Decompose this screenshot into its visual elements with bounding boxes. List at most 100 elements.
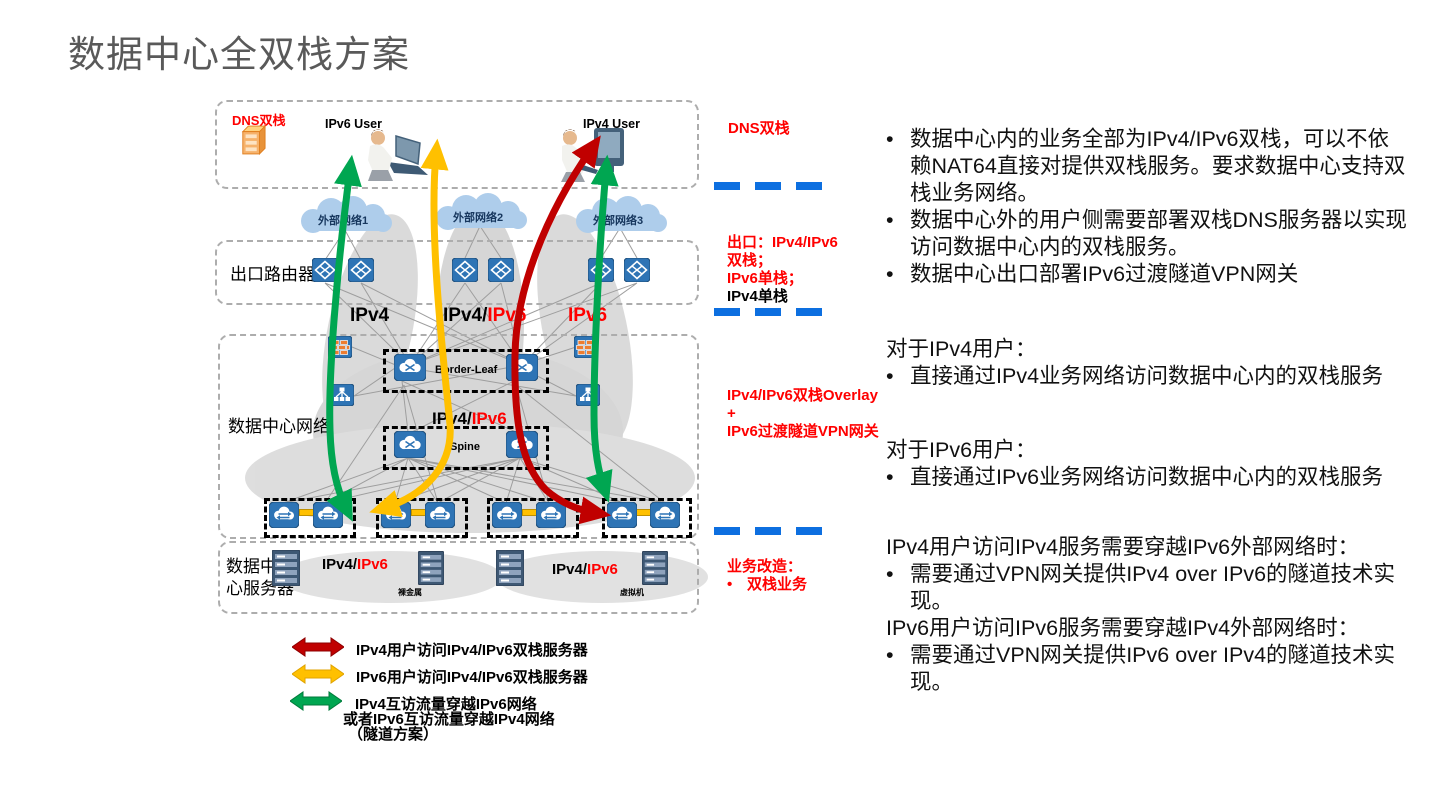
mid-overlay-line3: IPv6过渡隧道VPN网关 [727, 423, 879, 440]
mid-overlay-line1: IPv4/IPv6双栈Overlay [727, 387, 878, 404]
link-dual-suffix: IPv6 [487, 305, 527, 326]
firewall-icon-right [574, 336, 598, 358]
overlay-dual-suffix: IPv6 [471, 409, 507, 428]
leaf-switch-icon-8 [650, 502, 680, 528]
leaf-switch-icon-2 [313, 502, 343, 528]
legend-yellow-arrow-icon [292, 664, 344, 684]
mid-service-bullet-row: • 双栈业务 [727, 576, 807, 594]
dc-server-zone-box [218, 541, 699, 614]
tunnel-ipv6-heading: IPv6用户访问IPv6服务需要穿越IPv4外部网络时： [886, 616, 1360, 640]
legend-red-arrow-icon [292, 637, 344, 657]
server2-type-label: 虚拟机 [620, 588, 644, 597]
tunnel-ipv6-bullet-text: 需要通过VPN网关提供IPv6 over IPv4的隧道技术实现。 [910, 643, 1396, 694]
router-icon-3 [452, 258, 478, 282]
link-ipv6-label: IPv6 [568, 305, 608, 326]
ipv4-section-bullet-text: 直接通过IPv4业务网络访问数据中心内的双栈服务 [910, 364, 1384, 388]
user-zone-box [215, 100, 699, 189]
external-network-2-label: 外部网络2 [453, 212, 504, 224]
mid-exit-line4: IPv4单栈 [727, 288, 788, 305]
spine-switch-icon-2 [506, 431, 538, 458]
external-network-1-label: 外部网络1 [318, 215, 369, 227]
router-icon-1 [312, 258, 338, 282]
bullet-marker: • [886, 127, 894, 151]
firewall-icon-left [328, 336, 352, 358]
dc-network-label: 数据中心网络 [228, 417, 330, 436]
dc-network-zone-box [218, 334, 699, 539]
mid-service-bullet: 双栈业务 [747, 576, 808, 593]
overview-bullet-3-text: 数据中心出口部署IPv6过渡隧道VPN网关 [910, 262, 1299, 286]
ipv4-section-heading: 对于IPv4用户： [886, 337, 1037, 361]
external-network-3-label: 外部网络3 [593, 215, 644, 227]
bullet-marker: • [727, 576, 733, 593]
overview-bullet-2-text: 数据中心外的用户侧需要部署双栈DNS服务器以实现访问数据中心内的双栈服务。 [910, 208, 1407, 259]
overview-bullet-3: • 数据中心出口部署IPv6过渡隧道VPN网关 [886, 261, 1408, 288]
server-rack-icon-4 [642, 551, 668, 585]
mid-exit-line1: 出口：IPv4/IPv6 [727, 234, 838, 251]
router-icon-6 [624, 258, 650, 282]
leaf-switch-icon-6 [536, 502, 566, 528]
mid-divider-2 [714, 308, 832, 316]
ipv6-section-bullet-text: 直接通过IPv6业务网络访问数据中心内的双栈服务 [910, 465, 1384, 489]
server1-dual-label: IPv4/IPv6 [322, 556, 388, 573]
server-rack-icon-1 [272, 550, 300, 586]
border-leaf-label: Border-Leaf [435, 364, 498, 376]
ipv4-user-figure [561, 128, 624, 182]
leaf-switch-icon-7 [607, 502, 637, 528]
overview-bullet-1-text: 数据中心内的业务全部为IPv4/IPv6双栈，可以不依赖NAT64直接对提供双栈… [910, 127, 1406, 205]
leaf-switch-icon-4 [425, 502, 455, 528]
right-panel-ipv4-section: 对于IPv4用户： • 直接通过IPv4业务网络访问数据中心内的双栈服务 [886, 336, 1408, 390]
ipv6-section-bullet: • 直接通过IPv6业务网络访问数据中心内的双栈服务 [886, 464, 1408, 491]
server-rack-icon-2 [418, 551, 444, 585]
server2-dual-label: IPv4/IPv6 [552, 561, 618, 578]
ipv4-user-label: IPv4 User [583, 117, 640, 131]
tunnel-ipv4-bullet: •需要通过VPN网关提供IPv4 over IPv6的隧道技术实现。 [886, 561, 1408, 615]
router-icon-4 [488, 258, 514, 282]
legend-item-2: IPv6用户访问IPv4/IPv6双栈服务器 [356, 669, 588, 686]
link-dual-label: IPv4/IPv6 [443, 305, 526, 327]
leaf-switch-icon-3 [381, 502, 411, 528]
border-leaf-switch-icon-2 [506, 354, 538, 381]
link-ipv4-label: IPv4 [350, 305, 390, 326]
load-balancer-icon-right [576, 384, 600, 406]
bullet-marker: • [886, 262, 894, 286]
legend-item-3-line1: IPv4互访流量穿越IPv6网络 [355, 696, 537, 713]
server1-dual-prefix: IPv4/ [322, 556, 358, 573]
bullet-marker: • [886, 208, 894, 232]
dns-server-icon [240, 125, 266, 155]
mid-exit-line3: IPv6单栈； [727, 270, 803, 287]
exit-router-zone-box [215, 240, 699, 305]
leaf-switch-icon-1 [269, 502, 299, 528]
mid-service-note: 业务改造： • 双栈业务 [727, 558, 807, 594]
ipv4-section-bullet: • 直接通过IPv4业务网络访问数据中心内的双栈服务 [886, 363, 1408, 390]
bullet-marker: • [886, 643, 894, 667]
overview-bullet-2: • 数据中心外的用户侧需要部署双栈DNS服务器以实现访问数据中心内的双栈服务。 [886, 207, 1408, 261]
overview-bullet-1: • 数据中心内的业务全部为IPv4/IPv6双栈，可以不依赖NAT64直接对提供双… [886, 126, 1408, 207]
router-icon-5 [588, 258, 614, 282]
load-balancer-icon-left [330, 384, 354, 406]
dc-server-label-line1: 数据中 [226, 557, 277, 576]
right-panel-ipv6-section: 对于IPv6用户： • 直接通过IPv6业务网络访问数据中心内的双栈服务 [886, 437, 1408, 491]
bullet-marker: • [886, 364, 894, 388]
legend-green-arrow-icon [290, 691, 342, 711]
mid-exit-line2: 双栈； [727, 252, 773, 269]
mid-overlay-note: IPv4/IPv6双栈Overlay + IPv6过渡隧道VPN网关 [727, 387, 879, 441]
ipv6-user-figure [368, 129, 428, 181]
tunnel-ipv4-heading: IPv4用户访问IPv4服务需要穿越IPv6外部网络时： [886, 535, 1360, 559]
slide-title: 数据中心全双栈方案 [68, 34, 410, 75]
mid-overlay-line2: + [727, 405, 736, 422]
mid-dns-note: DNS双栈 [728, 120, 790, 137]
legend-item-3-line3: （隧道方案） [348, 726, 439, 743]
bullet-marker: • [886, 465, 894, 489]
legend-item-1: IPv4用户访问IPv4/IPv6双栈服务器 [356, 642, 588, 659]
leaf-switch-icon-5 [492, 502, 522, 528]
ipv6-section-heading: 对于IPv6用户： [886, 438, 1037, 462]
dns-dual-stack-label: DNS双栈 [232, 113, 286, 128]
right-panel-tunnel-section: IPv4用户访问IPv4服务需要穿越IPv6外部网络时： •需要通过VPN网关提… [886, 534, 1408, 696]
server2-dual-suffix: IPv6 [587, 561, 618, 578]
legend-item-3-line2: 或者IPv6互访流量穿越IPv4网络 [343, 711, 555, 728]
bullet-marker: • [886, 562, 894, 586]
mid-divider-3 [714, 527, 832, 535]
mid-service-title: 业务改造： [727, 558, 803, 575]
ipv6-user-label: IPv6 User [325, 117, 382, 131]
